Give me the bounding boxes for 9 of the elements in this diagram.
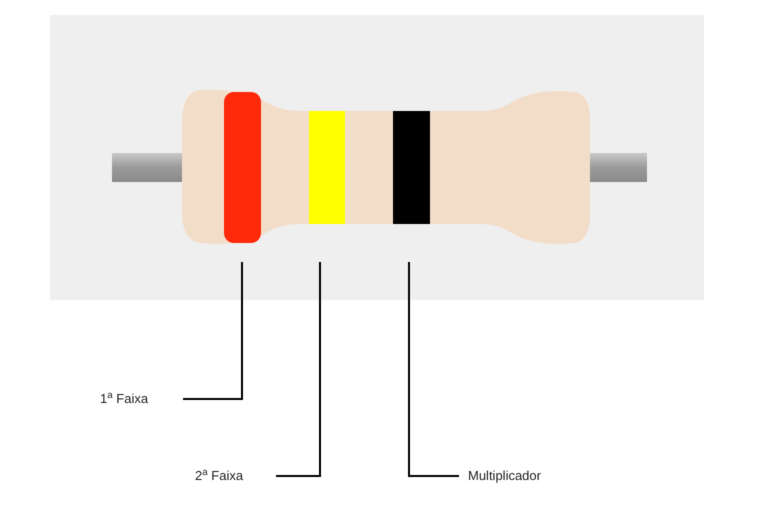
color-band — [393, 111, 430, 224]
band-label: Multiplicador — [468, 467, 541, 486]
band-label: 2$^{a}$ Faixa — [195, 466, 244, 486]
color-band — [224, 92, 261, 243]
leader-line — [408, 262, 459, 477]
band-label: 1$^{a}$ Faixa — [100, 389, 148, 408]
leader-line — [183, 262, 243, 400]
color-band — [309, 111, 345, 224]
leader-line — [276, 262, 321, 477]
